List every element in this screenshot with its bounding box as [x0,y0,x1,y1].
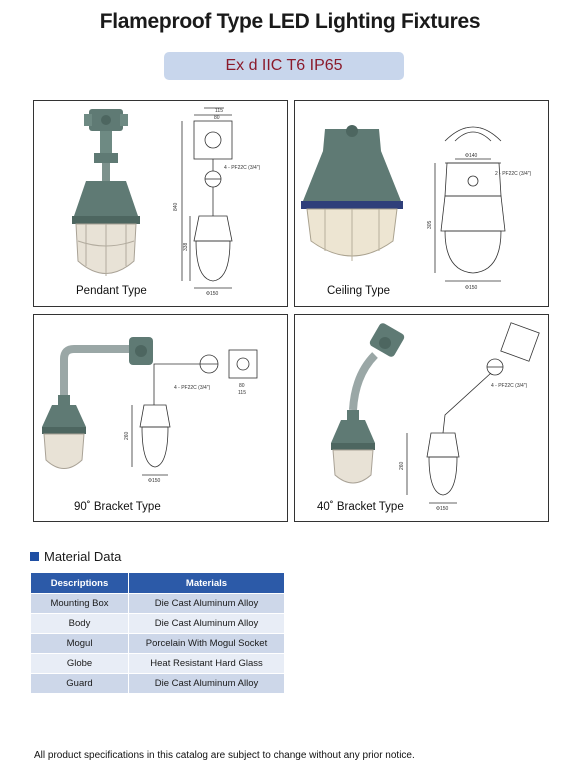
dim-115: 115 [238,390,246,396]
description-cell: Guard [30,673,129,694]
description-cell: Mogul [30,633,129,654]
pendant-fixture-illustration [72,109,140,276]
table-row: Body Die Cast Aluminum Alloy [30,613,285,634]
thread-spec: 4 - PF22C (3/4") [491,383,528,389]
material-data-title: Material Data [44,549,122,564]
bracket-90-dimension-drawing: 260 Φ150 4 - PF22C (3/4") 80 115 [124,349,258,484]
rating-badge: Ex d IIC T6 IP65 [164,52,404,80]
bracket-40-dimension-drawing: 260 Φ150 4 - PF22C (3/4") [399,322,540,512]
page-title: Flameproof Type LED Lighting Fixtures [99,10,481,33]
description-cell: Mounting Box [30,593,129,614]
ceiling-fixture-illustration [301,125,403,261]
material-cell: Heat Resistant Hard Glass [128,653,285,674]
panel-label-90-bracket: 90˚ Bracket Type [74,501,161,513]
dim-dia-bottom: Φ150 [465,285,478,291]
dim-840: 840 [173,202,179,211]
table-row: Guard Die Cast Aluminum Alloy [30,673,285,694]
dim-260: 260 [124,431,130,440]
column-header-materials: Materials [128,572,285,594]
table-header-row: Descriptions Materials [30,572,285,594]
dim-80: 80 [214,115,220,121]
column-header-descriptions: Descriptions [30,572,129,594]
panel-40-bracket-type: 260 Φ150 4 - PF22C (3/4") 40˚ Bracket Ty… [294,314,549,522]
dim-260: 260 [399,461,405,470]
dim-dia-top: Φ140 [465,153,478,159]
description-cell: Body [30,613,129,634]
panel-label-pendant: Pendant Type [76,285,147,297]
dim-dia: Φ150 [206,291,219,297]
description-cell: Globe [30,653,129,674]
thread-spec: 4 - PF22C (3/4") [174,385,211,391]
material-cell: Die Cast Aluminum Alloy [128,593,285,614]
panel-pendant-type: 115 80 840 338 Φ150 4 - PF22C (3/4") Pen… [33,100,288,307]
material-cell: Porcelain With Mogul Socket [128,633,285,654]
dim-dia: Φ150 [436,506,449,512]
thread-spec: 2 - PF22C (3/4") [495,171,532,177]
material-table: Descriptions Materials Mounting Box Die … [30,572,285,694]
material-data-heading: Material Data [30,549,121,564]
square-bullet-icon [30,552,39,561]
thread-spec: 4 - PF22C (3/4") [224,165,261,171]
dim-305: 305 [427,220,433,229]
disclaimer-footer: All product specifications in this catal… [34,750,415,761]
material-cell: Die Cast Aluminum Alloy [128,613,285,634]
bracket-90-fixture-illustration [42,337,153,469]
material-cell: Die Cast Aluminum Alloy [128,673,285,694]
panel-label-40-bracket: 40˚ Bracket Type [317,501,404,513]
ceiling-dimension-drawing: Φ140 305 Φ150 2 - PF22C (3/4") [427,126,532,291]
dim-338: 338 [183,242,189,251]
dim-dia: Φ150 [148,478,161,484]
dim-115: 115 [215,108,223,114]
pendant-dimension-drawing: 115 80 840 338 Φ150 4 - PF22C (3/4") [173,107,261,297]
panel-ceiling-type: Φ140 305 Φ150 2 - PF22C (3/4") Ceiling T… [294,100,549,307]
table-row: Mogul Porcelain With Mogul Socket [30,633,285,654]
panel-90-bracket-type: 260 Φ150 4 - PF22C (3/4") 80 115 90˚ Bra… [33,314,288,522]
panel-label-ceiling: Ceiling Type [327,285,391,297]
bracket-40-fixture-illustration [331,323,405,484]
table-row: Mounting Box Die Cast Aluminum Alloy [30,593,285,614]
table-row: Globe Heat Resistant Hard Glass [30,653,285,674]
dim-80: 80 [239,383,245,389]
